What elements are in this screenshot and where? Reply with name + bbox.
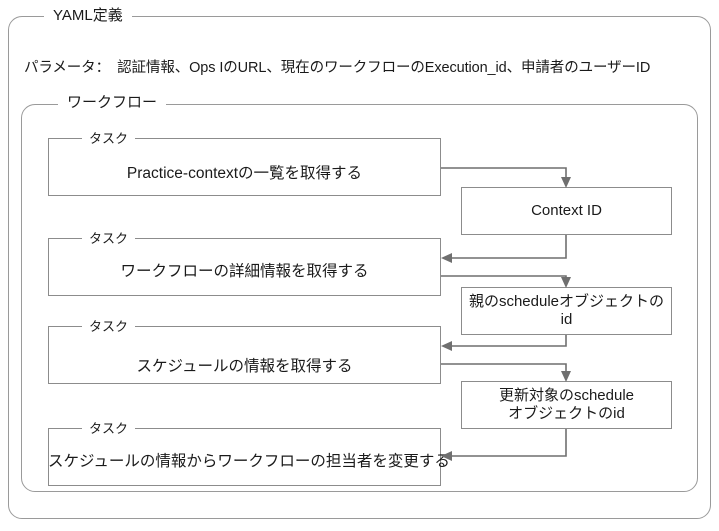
data-box-2-line1: 親のscheduleオブジェクトの — [468, 292, 665, 310]
task-box-3 — [48, 326, 441, 384]
task-legend-1: タスク — [82, 132, 136, 145]
data-box-2: 親のscheduleオブジェクトの id — [461, 287, 672, 335]
parameters-text: パラメータ： 認証情報、Ops IのURL、現在のワークフローのExecutio… — [24, 60, 651, 76]
data-box-3: 更新対象のschedule オブジェクトのid — [461, 381, 672, 429]
task-box-4 — [48, 428, 441, 486]
task-box-2 — [48, 238, 441, 296]
workflow-legend: ワークフロー — [58, 95, 167, 110]
task-legend-2: タスク — [82, 232, 136, 245]
task-label-2: ワークフローの詳細情報を取得する — [120, 263, 369, 280]
task-label-4: スケジュールの情報からワークフローの担当者を変更する — [48, 453, 450, 470]
data-box-2-line2: id — [560, 311, 573, 328]
data-box-2-text: 親のscheduleオブジェクトの id — [469, 293, 664, 330]
yaml-definition-frame — [8, 16, 711, 519]
workflow-frame — [21, 104, 698, 492]
task-legend-4: タスク — [82, 422, 136, 435]
yaml-definition-legend: YAML定義 — [44, 8, 132, 23]
data-box-1: Context ID — [461, 187, 672, 235]
task-label-3: スケジュールの情報を取得する — [136, 358, 353, 375]
data-box-3-line1: 更新対象のschedule — [498, 386, 635, 404]
data-box-3-text: 更新対象のschedule オブジェクトのid — [499, 387, 634, 424]
data-box-3-line2: オブジェクトのid — [508, 405, 625, 422]
task-label-1: Practice-contextの一覧を取得する — [126, 165, 363, 182]
task-legend-3: タスク — [82, 320, 136, 333]
task-box-1 — [48, 138, 441, 196]
